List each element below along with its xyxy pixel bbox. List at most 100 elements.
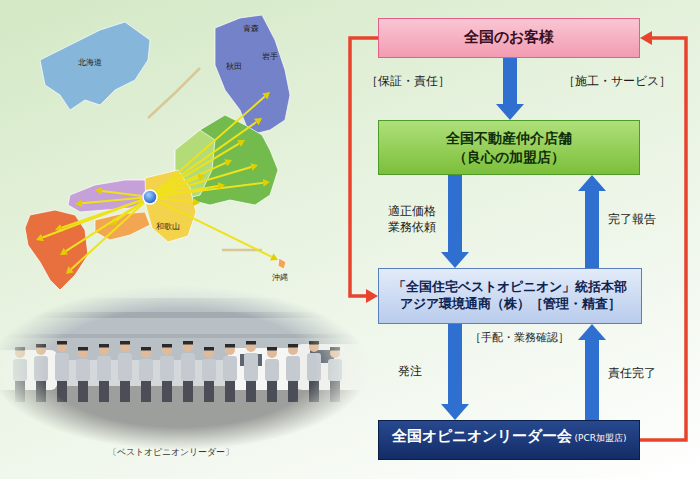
- staff-figure: [181, 341, 195, 402]
- staff-figure: [286, 344, 300, 402]
- flow-arrow: [448, 324, 462, 404]
- staff-legs: [183, 380, 193, 402]
- edge-label: ［施工・サービス］: [563, 74, 671, 90]
- note-label: ［手配・業務確認］: [470, 331, 569, 345]
- staff-hair: [330, 347, 340, 351]
- staff-hair: [288, 344, 298, 348]
- staff-uniform: [13, 359, 27, 381]
- route-arrow: [158, 183, 263, 196]
- staff-uniform: [76, 359, 90, 381]
- route-arrow: [157, 144, 239, 193]
- node-note: (PCR加盟店): [575, 433, 627, 445]
- edge-label: 責任完了: [608, 366, 656, 382]
- staff-uniform: [55, 353, 69, 381]
- edge-label: ［保証・責任］: [366, 74, 450, 90]
- node-title: 全国のお客様: [464, 28, 554, 48]
- staff-figure: [328, 347, 342, 402]
- staff-hair: [36, 344, 46, 348]
- photo-building-band: [0, 312, 370, 318]
- staff-head: [141, 348, 151, 358]
- flow-arrow: [585, 191, 599, 268]
- region-name: 岩手: [262, 52, 278, 62]
- photo-caption: 〔ベストオピニオンリーダー〕: [108, 447, 234, 459]
- staff-legs: [309, 380, 319, 402]
- staff-legs: [120, 380, 130, 402]
- staff-legs: [57, 380, 67, 402]
- region-name: 秋田: [226, 62, 242, 72]
- staff-legs: [99, 380, 109, 402]
- staff-figure: [223, 344, 237, 402]
- photo-building-band: [0, 334, 370, 338]
- staff-uniform: [160, 356, 174, 381]
- staff-legs: [141, 380, 151, 402]
- route-arrow: [158, 198, 193, 202]
- staff-hair: [57, 341, 67, 345]
- edge-label: 完了報告: [608, 212, 656, 228]
- staff-head: [78, 348, 88, 358]
- region-name: 青森: [243, 24, 259, 34]
- staff-figure: [118, 341, 132, 402]
- edge-label: 発注: [398, 364, 422, 380]
- staff-figure: [55, 341, 69, 402]
- staff-head: [57, 342, 67, 352]
- staff-hair: [204, 347, 214, 351]
- staff-uniform: [181, 353, 195, 381]
- photo-van: [0, 350, 57, 390]
- region-name: 沖縄: [272, 273, 288, 283]
- staff-head: [204, 348, 214, 358]
- staff-hair: [246, 341, 256, 345]
- staff-figure: [13, 347, 27, 402]
- staff-legs: [162, 380, 172, 402]
- flow-arrow: [448, 175, 462, 252]
- staff-head: [99, 345, 109, 355]
- staff-uniform: [307, 353, 321, 381]
- staff-legs: [36, 380, 46, 402]
- staff-legs: [288, 380, 298, 402]
- staff-legs: [267, 380, 277, 402]
- staff-legs: [225, 380, 235, 402]
- route-arrow: [157, 178, 198, 194]
- flow-arrow: [585, 340, 599, 420]
- region-name: 和歌山: [156, 222, 180, 232]
- staff-legs: [204, 380, 214, 402]
- photo-building: [0, 298, 370, 360]
- staff-legs: [330, 380, 340, 402]
- region-name: 北海道: [78, 58, 102, 68]
- staff-hair: [162, 344, 172, 348]
- staff-figure: [244, 341, 258, 402]
- staff-head: [267, 348, 277, 358]
- route-arrow: [66, 201, 143, 251]
- staff-uniform: [202, 359, 216, 381]
- staff-uniform: [244, 353, 258, 381]
- staff-figure: [265, 347, 279, 402]
- staff-hair: [309, 341, 319, 345]
- node-title: 全国不動産仲介店舗 （良心の加盟店）: [409, 129, 609, 165]
- staff-head: [15, 348, 25, 358]
- staff-head: [225, 345, 235, 355]
- okinawa-island: [278, 258, 286, 269]
- staff-figure: [307, 341, 321, 402]
- node-title: 「全国住宅ベストオピニオン」統括本部 アジア環境通商（株）［管理・精査］: [388, 279, 632, 313]
- staff-head: [162, 345, 172, 355]
- staff-hair: [99, 344, 109, 348]
- staff-hair: [267, 347, 277, 351]
- agency-box: 全国不動産仲介店舗 （良心の加盟店）: [378, 120, 640, 175]
- staff-figure: [202, 347, 216, 402]
- staff-head: [330, 348, 340, 358]
- staff-head: [183, 342, 193, 352]
- staff-uniform: [97, 356, 111, 381]
- staff-head: [288, 345, 298, 355]
- staff-uniform: [139, 359, 153, 381]
- staff-figure: [160, 344, 174, 402]
- staff-head: [36, 345, 46, 355]
- staff-head: [120, 342, 130, 352]
- route-arrow: [156, 97, 265, 192]
- staff-legs: [246, 380, 256, 402]
- staff-figure: [97, 344, 111, 402]
- node-title: 全国オピニオンリーダー会: [392, 427, 572, 447]
- staff-uniform: [34, 356, 48, 381]
- staff-figure: [76, 347, 90, 402]
- headquarters-box: 「全国住宅ベストオピニオン」統括本部 アジア環境通商（株）［管理・精査］: [378, 268, 642, 324]
